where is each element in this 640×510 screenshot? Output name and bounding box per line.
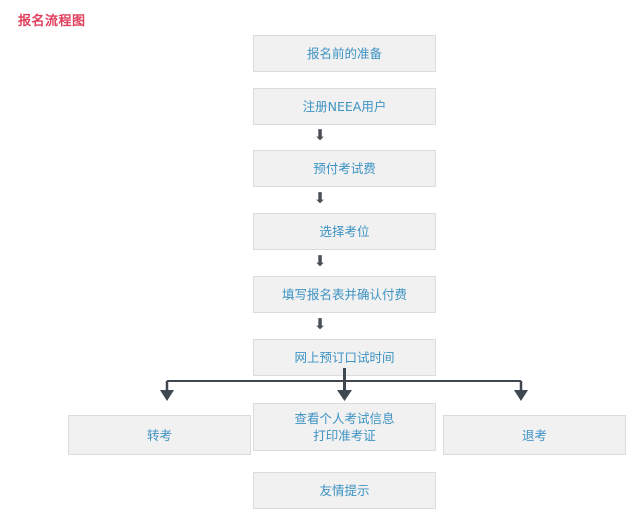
arrow-down-icon-4: ⬇ [313,315,327,333]
flow-box-prepay[interactable]: 预付考试费 [253,150,436,187]
flow-box-transfer[interactable]: 转考 [68,415,251,455]
arrow-down-icon-3: ⬇ [313,252,327,270]
flow-box-form[interactable]: 填写报名表并确认付费 [253,276,436,313]
flow-box-register[interactable]: 注册NEEA用户 [253,88,436,125]
page-title: 报名流程图 [18,14,86,29]
flow-box-withdraw[interactable]: 退考 [443,415,626,455]
flow-box-prep[interactable]: 报名前的准备 [253,35,436,72]
flow-box-seat[interactable]: 选择考位 [253,213,436,250]
branch-connector [160,368,528,401]
flow-box-info[interactable]: 查看个人考试信息 打印准考证 [253,403,436,451]
arrow-down-icon-2: ⬇ [313,189,327,207]
arrow-down-icon-1: ⬇ [313,126,327,144]
flow-box-tips[interactable]: 友情提示 [253,472,436,509]
